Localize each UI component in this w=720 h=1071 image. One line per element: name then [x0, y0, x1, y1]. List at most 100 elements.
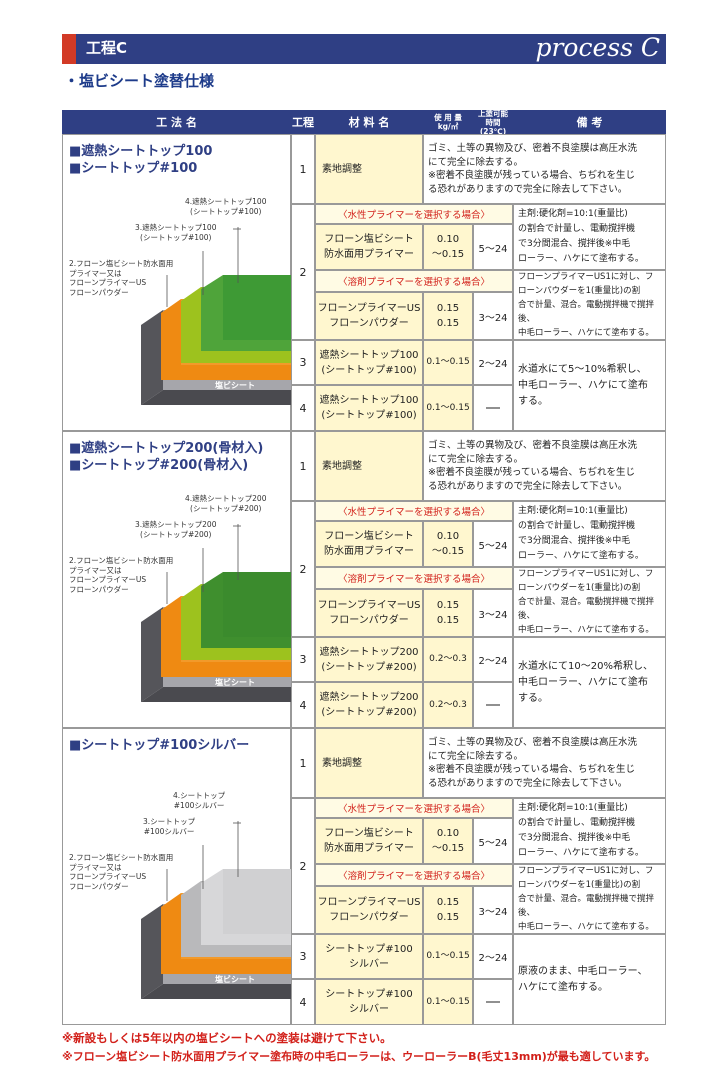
material-name: 素地調整	[315, 134, 423, 204]
method-name: ■シートトップ#200(骨材入)	[69, 458, 249, 473]
water-primer-header: 〈水性プライマーを選択する場合〉	[315, 501, 513, 521]
material-name: 遮熱シートトップ200 (シートトップ#200)	[315, 637, 423, 682]
page-subtitle: ・塩ビシート塗替仕様	[64, 72, 215, 90]
layer-label: 塩ビシート	[215, 975, 255, 984]
section-header-bar	[62, 34, 666, 64]
interval-time: ―	[473, 979, 513, 1025]
material-name: フローン塩ビシート 防水面用プライマー	[315, 521, 423, 567]
remarks-text: フローンプライマーUS1に対し、フ ローンパウダーを1(重量比)の割 合で計量、…	[513, 864, 666, 934]
coat3-layer	[181, 287, 292, 363]
usage-amount: 0.1～0.15	[423, 340, 473, 385]
usage-amount: 0.15 0.15	[423, 292, 473, 340]
solvent-primer-header: 〈溶剤プライマーを選択する場合〉	[315, 864, 513, 886]
layer-label: 2.フローン塩ビシート防水面用 プライマー又は フローンプライマーUS フローン…	[69, 853, 174, 891]
method-cell: ■遮熱シートトップ100 ■シートトップ#100 4.遮熱シートトップ100 (シー…	[62, 134, 292, 431]
usage-amount: 0.2～0.3	[423, 637, 473, 682]
interval-time: ―	[473, 682, 513, 728]
coat4-top	[223, 275, 292, 340]
remarks-text: 主剤:硬化剤=10:1(重量比) の割合で計量し、電動撹拌機 で3分間混合、撹拌…	[513, 204, 666, 270]
step-number: 2	[291, 501, 315, 637]
remarks-text: 水道水にて5～10%希釈し、 中毛ローラー、ハケにて塗布 する。	[513, 340, 666, 431]
usage-amount: 0.2～0.3	[423, 682, 473, 728]
base-front	[141, 687, 292, 702]
primer-layer	[161, 893, 292, 974]
step-number: 4	[291, 682, 315, 728]
footnote-1: ※新設もしくは5年以内の塩ビシートへの塗装は避けて下さい。	[62, 1031, 392, 1045]
material-name: シートトップ#100 シルバー	[315, 934, 423, 979]
interval-time: 2～24	[473, 637, 513, 682]
base-side	[141, 310, 163, 405]
coat4-top	[223, 869, 292, 934]
usage-amount: 0.15 0.15	[423, 886, 473, 934]
layer-label: 2.フローン塩ビシート防水面用 プライマー又は フローンプライマーUS フローン…	[69, 259, 174, 297]
usage-amount: 0.10 ～0.15	[423, 224, 473, 270]
layer-label: 4.遮熱シートトップ200 (シートトップ#200)	[185, 494, 267, 513]
col-remarks: 備 考	[513, 110, 666, 134]
remarks-text: 主剤:硬化剤=10:1(重量比) の割合で計量し、電動撹拌機 で3分間混合、撹拌…	[513, 798, 666, 864]
method-name: ■シートトップ#100	[69, 161, 198, 176]
remarks-text: 主剤:硬化剤=10:1(重量比) の割合で計量し、電動撹拌機 で3分間混合、撹拌…	[513, 501, 666, 567]
step-number: 4	[291, 979, 315, 1025]
water-primer-header: 〈水性プライマーを選択する場合〉	[315, 204, 513, 224]
footnote-2: ※フローン塩ビシート防水面用プライマー塗布時の中毛ローラーは、ウーローラーB(毛…	[62, 1050, 656, 1063]
col-material: 材 料 名	[315, 110, 423, 134]
spec-table: 工 法 名 工程 材 料 名 使 用 量 kg/㎡ 上塗可能 時間(23℃) 備…	[62, 109, 666, 1025]
base-side	[141, 904, 163, 999]
step-number: 1	[291, 728, 315, 798]
layer-label: 塩ビシート	[215, 381, 255, 390]
base-side	[141, 607, 163, 702]
interval-time: 2～24	[473, 934, 513, 979]
material-name: フローンプライマーUS フローンパウダー	[315, 589, 423, 637]
material-name: フローンプライマーUS フローンパウダー	[315, 886, 423, 934]
layer-label: 4.シートトップ #100シルバー	[173, 791, 226, 810]
material-name: フローン塩ビシート 防水面用プライマー	[315, 224, 423, 270]
material-name: 素地調整	[315, 728, 423, 798]
material-name: 遮熱シートトップ200 (シートトップ#200)	[315, 682, 423, 728]
header-accent	[62, 34, 76, 64]
col-step: 工程	[291, 110, 315, 134]
step-number: 3	[291, 340, 315, 385]
remarks-text: 水道水にて10～20%希釈し、 中毛ローラー、ハケにて塗布 する。	[513, 637, 666, 728]
step-number: 4	[291, 385, 315, 431]
step-number: 2	[291, 798, 315, 934]
interval-time: 3～24	[473, 292, 513, 340]
layer-label: 3.シートトップ #100シルバー	[143, 817, 196, 836]
material-name: 素地調整	[315, 431, 423, 501]
usage-amount: 0.15 0.15	[423, 589, 473, 637]
remarks-text: フローンプライマーUS1に対し、フ ローンパウダーを1(重量比)の割 合で計量、…	[513, 567, 666, 637]
base-front	[141, 390, 292, 405]
remarks-text: ゴミ、土等の異物及び、密着不良塗膜は高圧水洗 にて完全に除去する。 ※密着不良塗…	[423, 431, 666, 501]
layer-diagram	[141, 524, 292, 702]
layer-label: 4.遮熱シートトップ100 (シートトップ#100)	[185, 197, 267, 216]
step-number: 2	[291, 204, 315, 340]
interval-time: 2～24	[473, 340, 513, 385]
method-name: ■遮熱シートトップ100	[69, 144, 213, 159]
material-name: フローンプライマーUS フローンパウダー	[315, 292, 423, 340]
layer-label: 3.遮熱シートトップ100 (シートトップ#100)	[135, 223, 217, 242]
method-name: ■遮熱シートトップ200(骨材入)	[69, 441, 264, 456]
interval-time: 3～24	[473, 886, 513, 934]
material-name: 遮熱シートトップ100 (シートトップ#100)	[315, 340, 423, 385]
remarks-text: 原液のまま、中毛ローラー、 ハケにて塗布する。	[513, 934, 666, 1025]
col-method: 工 法 名	[62, 110, 291, 134]
water-primer-header: 〈水性プライマーを選択する場合〉	[315, 798, 513, 818]
material-name: フローン塩ビシート 防水面用プライマー	[315, 818, 423, 864]
base-front	[141, 984, 292, 999]
usage-amount: 0.10 ～0.15	[423, 818, 473, 864]
remarks-text: ゴミ、土等の異物及び、密着不良塗膜は高圧水洗 にて完全に除去する。 ※密着不良塗…	[423, 728, 666, 798]
method-cell: ■シートトップ#100シルバー 4.シートトップ #100シルバー 3.シートトップ…	[62, 728, 292, 1025]
primer-layer	[161, 596, 292, 677]
interval-time: ―	[473, 385, 513, 431]
solvent-primer-header: 〈溶剤プライマーを選択する場合〉	[315, 567, 513, 589]
material-name: 遮熱シートトップ100 (シートトップ#100)	[315, 385, 423, 431]
interval-time: 5～24	[473, 521, 513, 567]
step-number: 3	[291, 637, 315, 682]
col-interval: 上塗可能 時間(23℃)	[473, 109, 513, 136]
layer-label: 塩ビシート	[215, 678, 255, 687]
usage-amount: 0.10 ～0.15	[423, 521, 473, 567]
usage-amount: 0.1～0.15	[423, 979, 473, 1025]
primer-layer	[161, 299, 292, 380]
coat3-layer	[181, 584, 292, 660]
step-number: 1	[291, 431, 315, 501]
method-name: ■シートトップ#100シルバー	[69, 738, 250, 753]
